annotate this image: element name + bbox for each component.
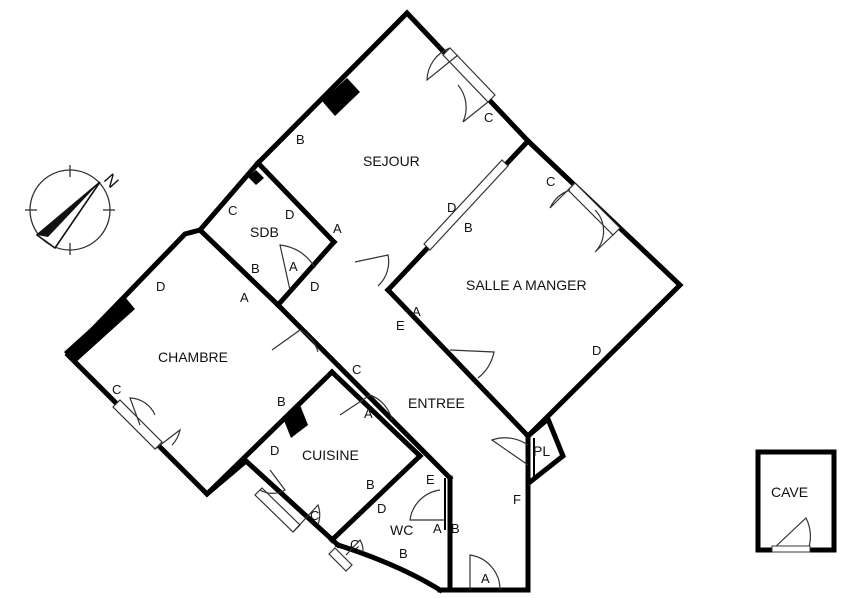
wall-label: C <box>484 110 493 125</box>
wc-door-swing <box>409 489 445 521</box>
wall-label: A <box>412 304 421 319</box>
sejour-window-door-swing <box>426 47 459 82</box>
wall-label: C <box>112 382 121 397</box>
wall-label: B <box>399 546 408 561</box>
sejour-window <box>442 47 496 103</box>
salle-a-manger-window-swing <box>549 182 576 209</box>
cave-door-swing <box>771 517 812 551</box>
wall-label: A <box>289 259 298 274</box>
cuisine-window <box>254 487 301 533</box>
room-label-sdb: SDB <box>250 224 279 240</box>
pl-closet-wall <box>524 414 567 486</box>
room-label-entree: ENTREE <box>408 395 465 411</box>
sejour-window-door-swing-2 <box>457 84 489 123</box>
wall-label: E <box>396 318 405 333</box>
sdb-corridor-wall <box>274 238 338 309</box>
wall-labels: B C D A C B A D C D B A D D A C B E C A … <box>112 110 601 586</box>
salle-a-manger-door-swing <box>449 349 495 379</box>
wall-label: B <box>251 261 260 276</box>
compass: N <box>25 165 122 255</box>
cuisine-duct-block <box>283 405 308 438</box>
entree-right-wall <box>447 433 531 593</box>
wall-label: A <box>433 521 442 536</box>
wall-label: B <box>464 220 473 235</box>
room-label-sejour: SEJOUR <box>363 153 420 169</box>
room-label-cuisine: CUISINE <box>302 447 359 463</box>
sdb-door-swing <box>279 244 316 291</box>
cave-door-sill <box>771 545 811 553</box>
room-label-chambre: CHAMBRE <box>158 349 228 365</box>
wall-label: A <box>364 406 373 421</box>
wall-label: D <box>592 343 601 358</box>
wall-label: D <box>285 207 294 222</box>
entree-front-door-swing <box>469 554 501 591</box>
wall-label: D <box>310 279 319 294</box>
wall-label: D <box>447 200 456 215</box>
chambre-cuisine-wall <box>203 368 336 498</box>
cave-plan <box>755 449 837 553</box>
sdb-sejour-wall <box>196 226 282 309</box>
salle-a-manger-window-swing-2 <box>594 209 614 253</box>
wall-label: C <box>350 537 359 552</box>
sdb-duct-block <box>248 170 264 185</box>
chambre-window-swing-2 <box>154 428 181 450</box>
wall-label: C <box>228 203 237 218</box>
wall-label: F <box>513 492 521 507</box>
wall-label: B <box>296 132 305 147</box>
chambre-window <box>112 399 163 450</box>
fixed-blocks <box>64 78 360 438</box>
wall-label: E <box>426 472 435 487</box>
wall-label: D <box>156 279 165 294</box>
cuisine-door-swing <box>339 394 393 421</box>
doors <box>129 47 614 591</box>
room-label-salle-a-manger: SALLE A MANGER <box>466 277 587 293</box>
wall-label: A <box>240 290 249 305</box>
cuisine-wc-wall <box>328 452 424 544</box>
sejour-chimney-block <box>322 78 360 116</box>
room-label-wc: WC <box>390 522 413 538</box>
wall-label: D <box>270 443 279 458</box>
wall-label: A <box>333 221 342 236</box>
cuisine-window-swing <box>259 469 286 494</box>
sejour-salle-a-manger-glazing <box>423 159 509 251</box>
room-label-pl: PL <box>533 443 550 459</box>
walls <box>64 9 684 594</box>
wall-label: B <box>366 477 375 492</box>
wall-label: D <box>377 501 386 516</box>
sejour-door-swing <box>354 254 390 287</box>
wall-label: B <box>451 521 460 536</box>
salle-a-manger-window <box>567 182 621 236</box>
room-labels: SEJOUR SALLE A MANGER SDB CHAMBRE ENTREE… <box>158 153 808 538</box>
room-label-cave: CAVE <box>771 484 808 500</box>
entree-salle-a-manger-wall <box>384 286 532 440</box>
wc-window <box>328 547 353 572</box>
windows <box>112 47 621 572</box>
wall-label: A <box>481 571 490 586</box>
chambre-door-swing <box>271 329 319 353</box>
pl-door-swing <box>490 437 529 466</box>
sejour-entree-wall <box>254 159 338 246</box>
cuisine-entree-wall <box>328 368 424 460</box>
chambre-chimney-block <box>64 297 135 364</box>
cave-walls <box>755 449 837 553</box>
wall-label: C <box>310 508 319 523</box>
cuisine-window-swing-2 <box>292 503 321 533</box>
wall-label: B <box>277 394 286 409</box>
chambre-window-swing <box>129 397 156 426</box>
wall-label: C <box>352 362 361 377</box>
wc-window-swing <box>345 539 364 556</box>
wall-label: C <box>546 174 555 189</box>
compass-needle-fill <box>37 182 100 237</box>
